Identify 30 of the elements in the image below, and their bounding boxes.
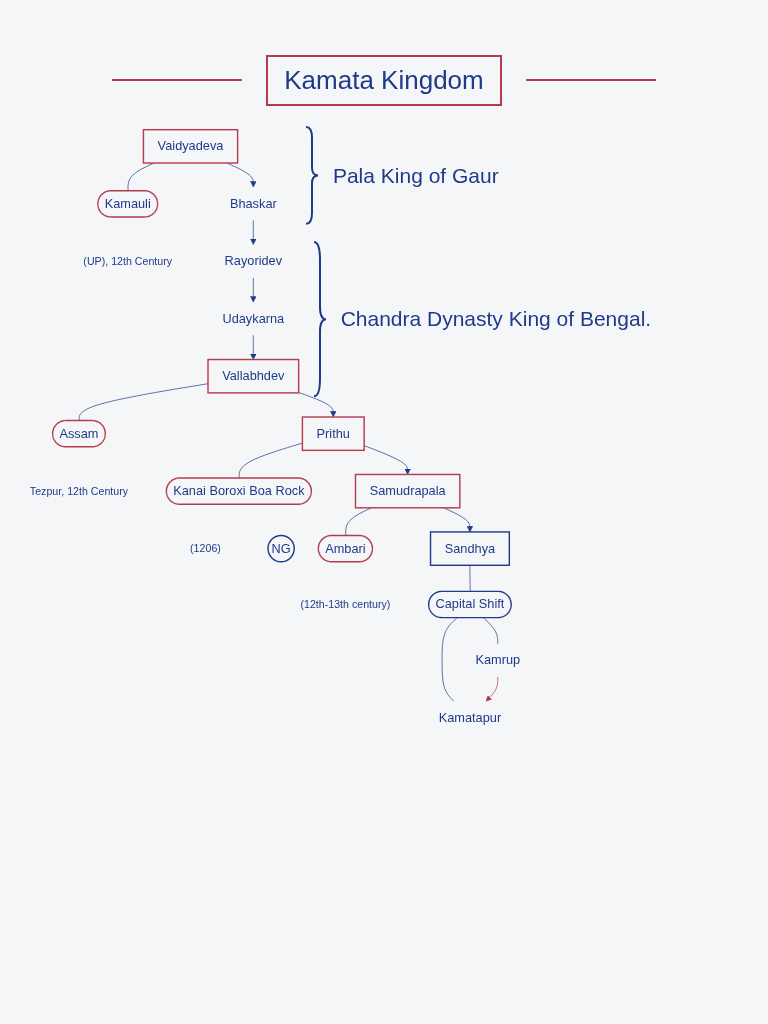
connector: [441, 617, 458, 702]
connector: [78, 383, 209, 422]
connector: [345, 507, 372, 537]
node-box: Prithu: [301, 416, 365, 452]
title: Kamata Kingdom: [266, 54, 502, 106]
node-text: Ambari: [325, 541, 366, 556]
node-text: Kamrup: [475, 652, 521, 668]
node-box: Samudrapala: [354, 473, 461, 509]
node-label: Tezpur, 12th Century: [29, 484, 129, 497]
node-text: Kanai Boroxi Boa Rock: [173, 483, 305, 498]
node-circle: NG: [267, 534, 295, 563]
node-box: Sandhya: [429, 531, 511, 566]
node-box: Vallabhdev: [207, 358, 300, 394]
node-label: (UP), 12th Century: [83, 254, 173, 267]
connector: [469, 564, 471, 593]
connector: [127, 162, 155, 192]
node-label: (12th-13th century): [300, 597, 391, 610]
node-label: (1206): [190, 542, 221, 555]
node-text: Assam: [59, 426, 99, 441]
node-text: Kamatapur: [438, 710, 502, 725]
group-label: Pala King of Gaur: [332, 162, 499, 189]
node-text: Rayoridev: [224, 253, 283, 269]
connector: [238, 442, 303, 479]
node-text: Kamauli: [104, 196, 151, 211]
node-text: Udaykarna: [222, 311, 285, 326]
node-box: Vaidyadeva: [142, 128, 239, 164]
connector: [483, 617, 499, 645]
group-label: Chandra Dynasty King of Bengal.: [340, 306, 652, 333]
node-text: Bhaskar: [229, 196, 277, 211]
node-text: Capital Shift: [435, 597, 505, 612]
